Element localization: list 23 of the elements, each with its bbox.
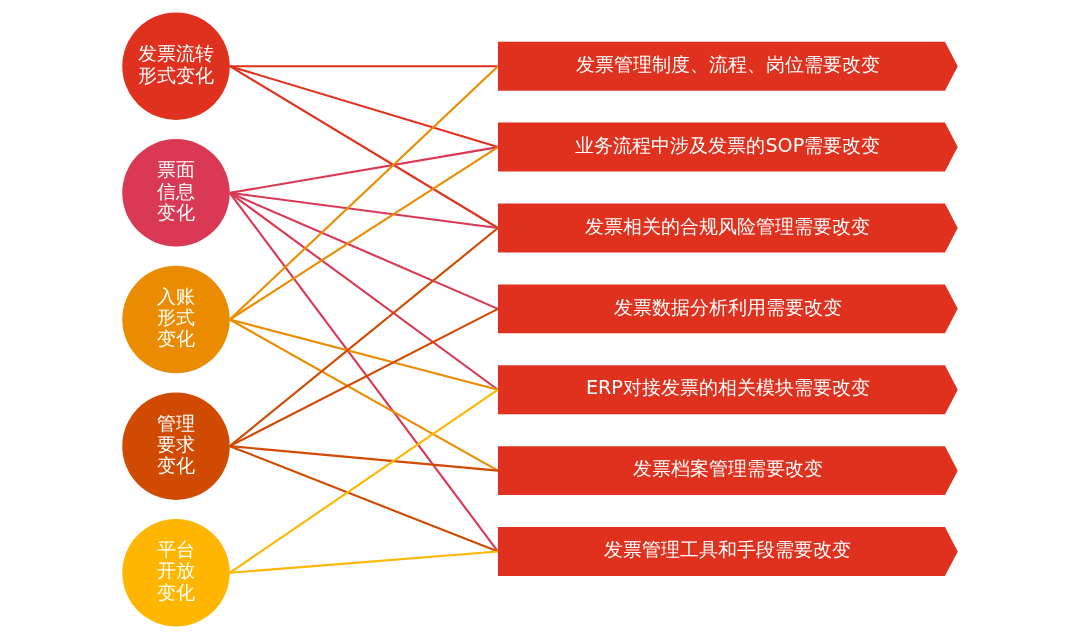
connector xyxy=(229,65,498,68)
connector xyxy=(229,65,499,149)
connector xyxy=(229,307,499,448)
connector xyxy=(229,388,499,574)
connector xyxy=(229,191,499,310)
connector xyxy=(229,445,499,472)
connector xyxy=(229,65,499,229)
connector xyxy=(228,192,499,553)
connector xyxy=(229,318,499,391)
node-circle: 平台开放变化 xyxy=(122,519,230,627)
connector xyxy=(229,550,499,574)
connector xyxy=(229,65,499,321)
node-circle: 票面信息变化 xyxy=(122,139,230,247)
connector xyxy=(229,227,499,447)
connector xyxy=(229,146,499,321)
node-circle: 入账形式变化 xyxy=(122,265,230,374)
connector xyxy=(229,318,499,472)
node-circle: 发票流转形式变化 xyxy=(122,12,230,120)
node-circle: 管理要求变化 xyxy=(122,392,230,500)
connector xyxy=(229,146,499,194)
connector xyxy=(229,192,499,391)
connector xyxy=(229,191,499,230)
connector xyxy=(229,445,499,553)
